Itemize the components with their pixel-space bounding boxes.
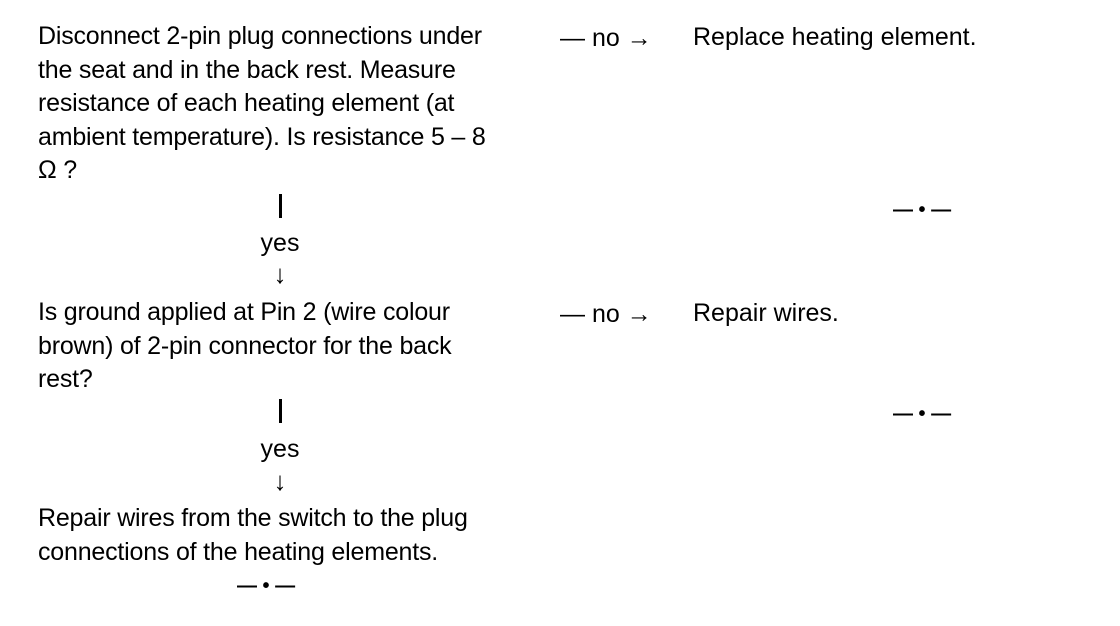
step-1-question: Disconnect 2-pin plug connections under … — [38, 22, 486, 184]
step-1-no-branch-label: — no → — [560, 24, 652, 52]
step-2-question: Is ground applied at Pin 2 (wire colour … — [38, 298, 452, 393]
final-action: Repair wires from the switch to the plug… — [38, 504, 468, 566]
step-1-yes-label: yes — [260, 229, 300, 257]
step-1-down-arrow-icon: ↓ — [273, 259, 287, 289]
step-2-yes-connector-line — [279, 399, 282, 423]
step-2-no-end-mark: — • — — [893, 403, 952, 425]
step-1-no-result: Replace heating element. — [693, 23, 977, 51]
step-2-yes-label: yes — [260, 435, 300, 463]
step-1-no-end-mark: — • — — [893, 199, 952, 221]
step-2-no-result: Repair wires. — [693, 299, 839, 327]
step-2-down-arrow-icon: ↓ — [273, 466, 287, 496]
step-2-no-branch-label: — no → — [560, 300, 652, 328]
step-1-yes-connector-line — [279, 194, 282, 218]
final-end-mark: — • — — [237, 575, 296, 597]
